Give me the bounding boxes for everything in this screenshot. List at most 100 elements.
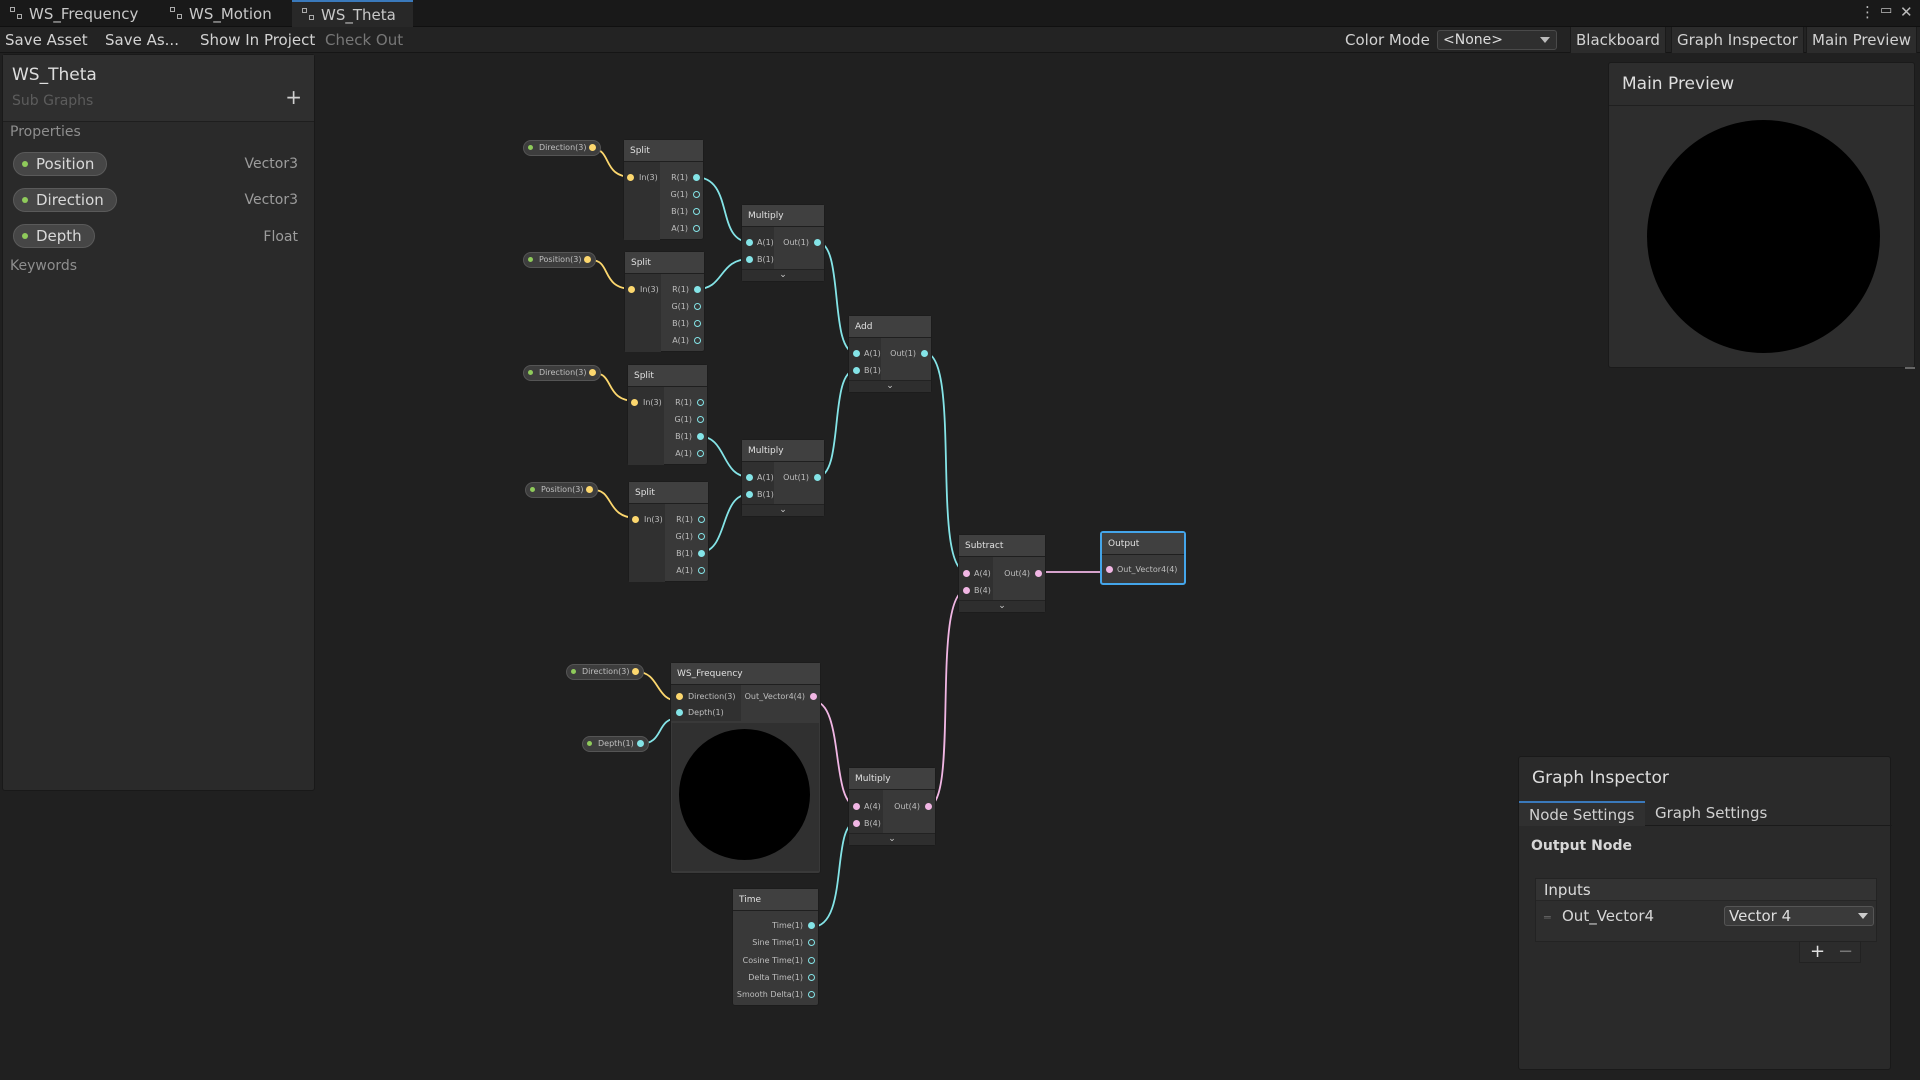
output-port-cosine-time[interactable]: Cosine Time(1) [743,954,815,968]
input-port-a[interactable]: A(1) [853,347,881,361]
output-port-g[interactable]: G(1) [675,530,705,544]
resize-handle[interactable] [1905,367,1915,369]
tab-ws-theta[interactable]: WS_Theta [292,0,413,27]
property-node-direction[interactable]: Direction(3) [523,140,602,156]
show-in-project-button[interactable]: Show In Project [200,31,316,49]
input-port-a[interactable]: A(1) [746,236,774,250]
split-node[interactable]: Split In(3) R(1) G(1) B(1) A(1) [624,251,705,352]
output-port-a[interactable]: A(1) [672,334,701,348]
output-port-r[interactable]: R(1) [672,283,701,297]
output-port-out[interactable]: Out(4) [894,800,932,814]
graph-inspector-toggle-button[interactable]: Graph Inspector [1671,27,1804,53]
input-name[interactable]: Out_Vector4 [1562,907,1655,925]
output-port-out[interactable]: Out(1) [890,347,928,361]
chevron-down-icon[interactable]: ⌄ [849,833,935,845]
input-port-b[interactable]: B(4) [853,817,881,831]
tab-ws-frequency[interactable]: WS_Frequency [0,0,160,27]
chevron-down-icon[interactable]: ⌄ [959,600,1045,612]
input-port-b[interactable]: B(1) [746,488,774,502]
input-port-b[interactable]: B(4) [963,584,991,598]
close-icon[interactable]: ✕ [1900,3,1913,21]
save-as-button[interactable]: Save As... [105,31,179,49]
output-node[interactable]: Output Out_Vector4(4) [1100,531,1186,585]
input-port-in[interactable]: In(3) [628,283,659,297]
output-port-a[interactable]: A(1) [675,447,704,461]
output-port-r[interactable]: R(1) [675,396,704,410]
output-port-out[interactable]: Out(4) [1004,567,1042,581]
output-port-a[interactable]: A(1) [671,222,700,236]
property-node-depth[interactable]: Depth(1) [582,736,649,752]
multiply-node[interactable]: Multiply A(1) B(1) Out(1) ⌄ [741,439,825,517]
input-port-direction[interactable]: Direction(3) [676,690,735,704]
output-port-b[interactable]: B(1) [671,205,700,219]
output-port[interactable] [589,369,597,376]
input-port-a[interactable]: A(4) [853,800,881,814]
chevron-down-icon[interactable]: ⌄ [849,380,931,392]
output-port-g[interactable]: G(1) [670,188,700,202]
property-node-direction[interactable]: Direction(3) [523,365,602,381]
chevron-down-icon[interactable]: ⌄ [742,504,824,516]
input-port-b[interactable]: B(1) [853,364,881,378]
property-node-position[interactable]: Position(3) [525,482,599,498]
tab-node-settings[interactable]: Node Settings [1519,801,1645,826]
output-port[interactable] [586,486,594,493]
input-port-out-vector4[interactable]: Out_Vector4(4) [1106,563,1177,577]
output-port[interactable] [584,256,592,263]
tab-graph-settings[interactable]: Graph Settings [1655,804,1768,822]
input-port-a[interactable]: A(1) [746,471,774,485]
split-node[interactable]: Split In(3) R(1) G(1) B(1) A(1) [627,364,708,465]
keywords-category[interactable]: Keywords [10,258,78,274]
output-port-r[interactable]: R(1) [671,171,700,185]
input-port-a[interactable]: A(4) [963,567,991,581]
add-node[interactable]: Add A(1) B(1) Out(1) ⌄ [848,315,932,393]
input-port-in[interactable]: In(3) [632,513,663,527]
output-port-a[interactable]: A(1) [676,564,705,578]
input-port-depth[interactable]: Depth(1) [676,706,724,720]
multiply-node[interactable]: Multiply A(1) B(1) Out(1) ⌄ [741,204,825,282]
output-port-out[interactable]: Out(1) [783,236,821,250]
blackboard-property-depth[interactable]: Depth [13,224,95,248]
blackboard-property-direction[interactable]: Direction [13,188,117,212]
time-node[interactable]: Time Time(1) Sine Time(1) Cosine Time(1)… [732,888,819,1006]
save-asset-button[interactable]: Save Asset [5,31,88,49]
check-out-button[interactable]: Check Out [325,31,404,49]
blackboard-property-position[interactable]: Position [13,152,108,176]
properties-category[interactable]: Properties [10,124,81,140]
input-port-in[interactable]: In(3) [631,396,662,410]
output-port-sine-time[interactable]: Sine Time(1) [752,936,815,950]
output-port-smooth-delta[interactable]: Smooth Delta(1) [737,988,815,1002]
main-preview-toggle-button[interactable]: Main Preview [1806,27,1917,53]
output-port-out-vector4[interactable]: Out_Vector4(4) [745,690,817,704]
drag-handle-icon[interactable]: ═ [1544,911,1551,924]
output-port[interactable] [632,668,640,675]
input-port-in[interactable]: In(3) [627,171,658,185]
output-port-time[interactable]: Time(1) [772,919,815,933]
input-type-dropdown[interactable]: Vector 4 [1724,906,1874,926]
split-node[interactable]: Split In(3) R(1) G(1) B(1) A(1) [628,481,709,582]
add-input-button[interactable]: + [1810,941,1826,962]
output-port-delta-time[interactable]: Delta Time(1) [748,971,815,985]
color-mode-dropdown[interactable]: <None> [1437,30,1557,50]
output-port-g[interactable]: G(1) [671,300,701,314]
input-port-b[interactable]: B(1) [746,253,774,267]
output-port-b[interactable]: B(1) [675,430,704,444]
ws-frequency-subgraph-node[interactable]: WS_Frequency Direction(3) Depth(1) Out_V… [670,662,821,874]
blackboard-toggle-button[interactable]: Blackboard [1570,27,1666,53]
output-port-b[interactable]: B(1) [672,317,701,331]
chevron-down-icon[interactable]: ⌄ [742,269,824,281]
output-port[interactable] [636,740,644,747]
more-options-icon[interactable]: ⋮ [1860,3,1875,21]
add-property-button[interactable]: + [285,85,302,109]
output-port-b[interactable]: B(1) [676,547,705,561]
input-row[interactable]: ═ Out_Vector4 Vector 4 [1542,906,1874,928]
output-port-out[interactable]: Out(1) [783,471,821,485]
main-preview-sphere[interactable] [1647,120,1880,353]
output-port-r[interactable]: R(1) [676,513,705,527]
remove-input-button[interactable]: − [1838,941,1854,962]
subtract-node[interactable]: Subtract A(4) B(4) Out(4) ⌄ [958,534,1046,613]
output-port[interactable] [589,144,597,151]
property-node-position[interactable]: Position(3) [523,252,597,268]
property-node-direction[interactable]: Direction(3) [566,664,645,680]
tab-ws-motion[interactable]: WS_Motion [160,0,292,27]
output-port-g[interactable]: G(1) [674,413,704,427]
